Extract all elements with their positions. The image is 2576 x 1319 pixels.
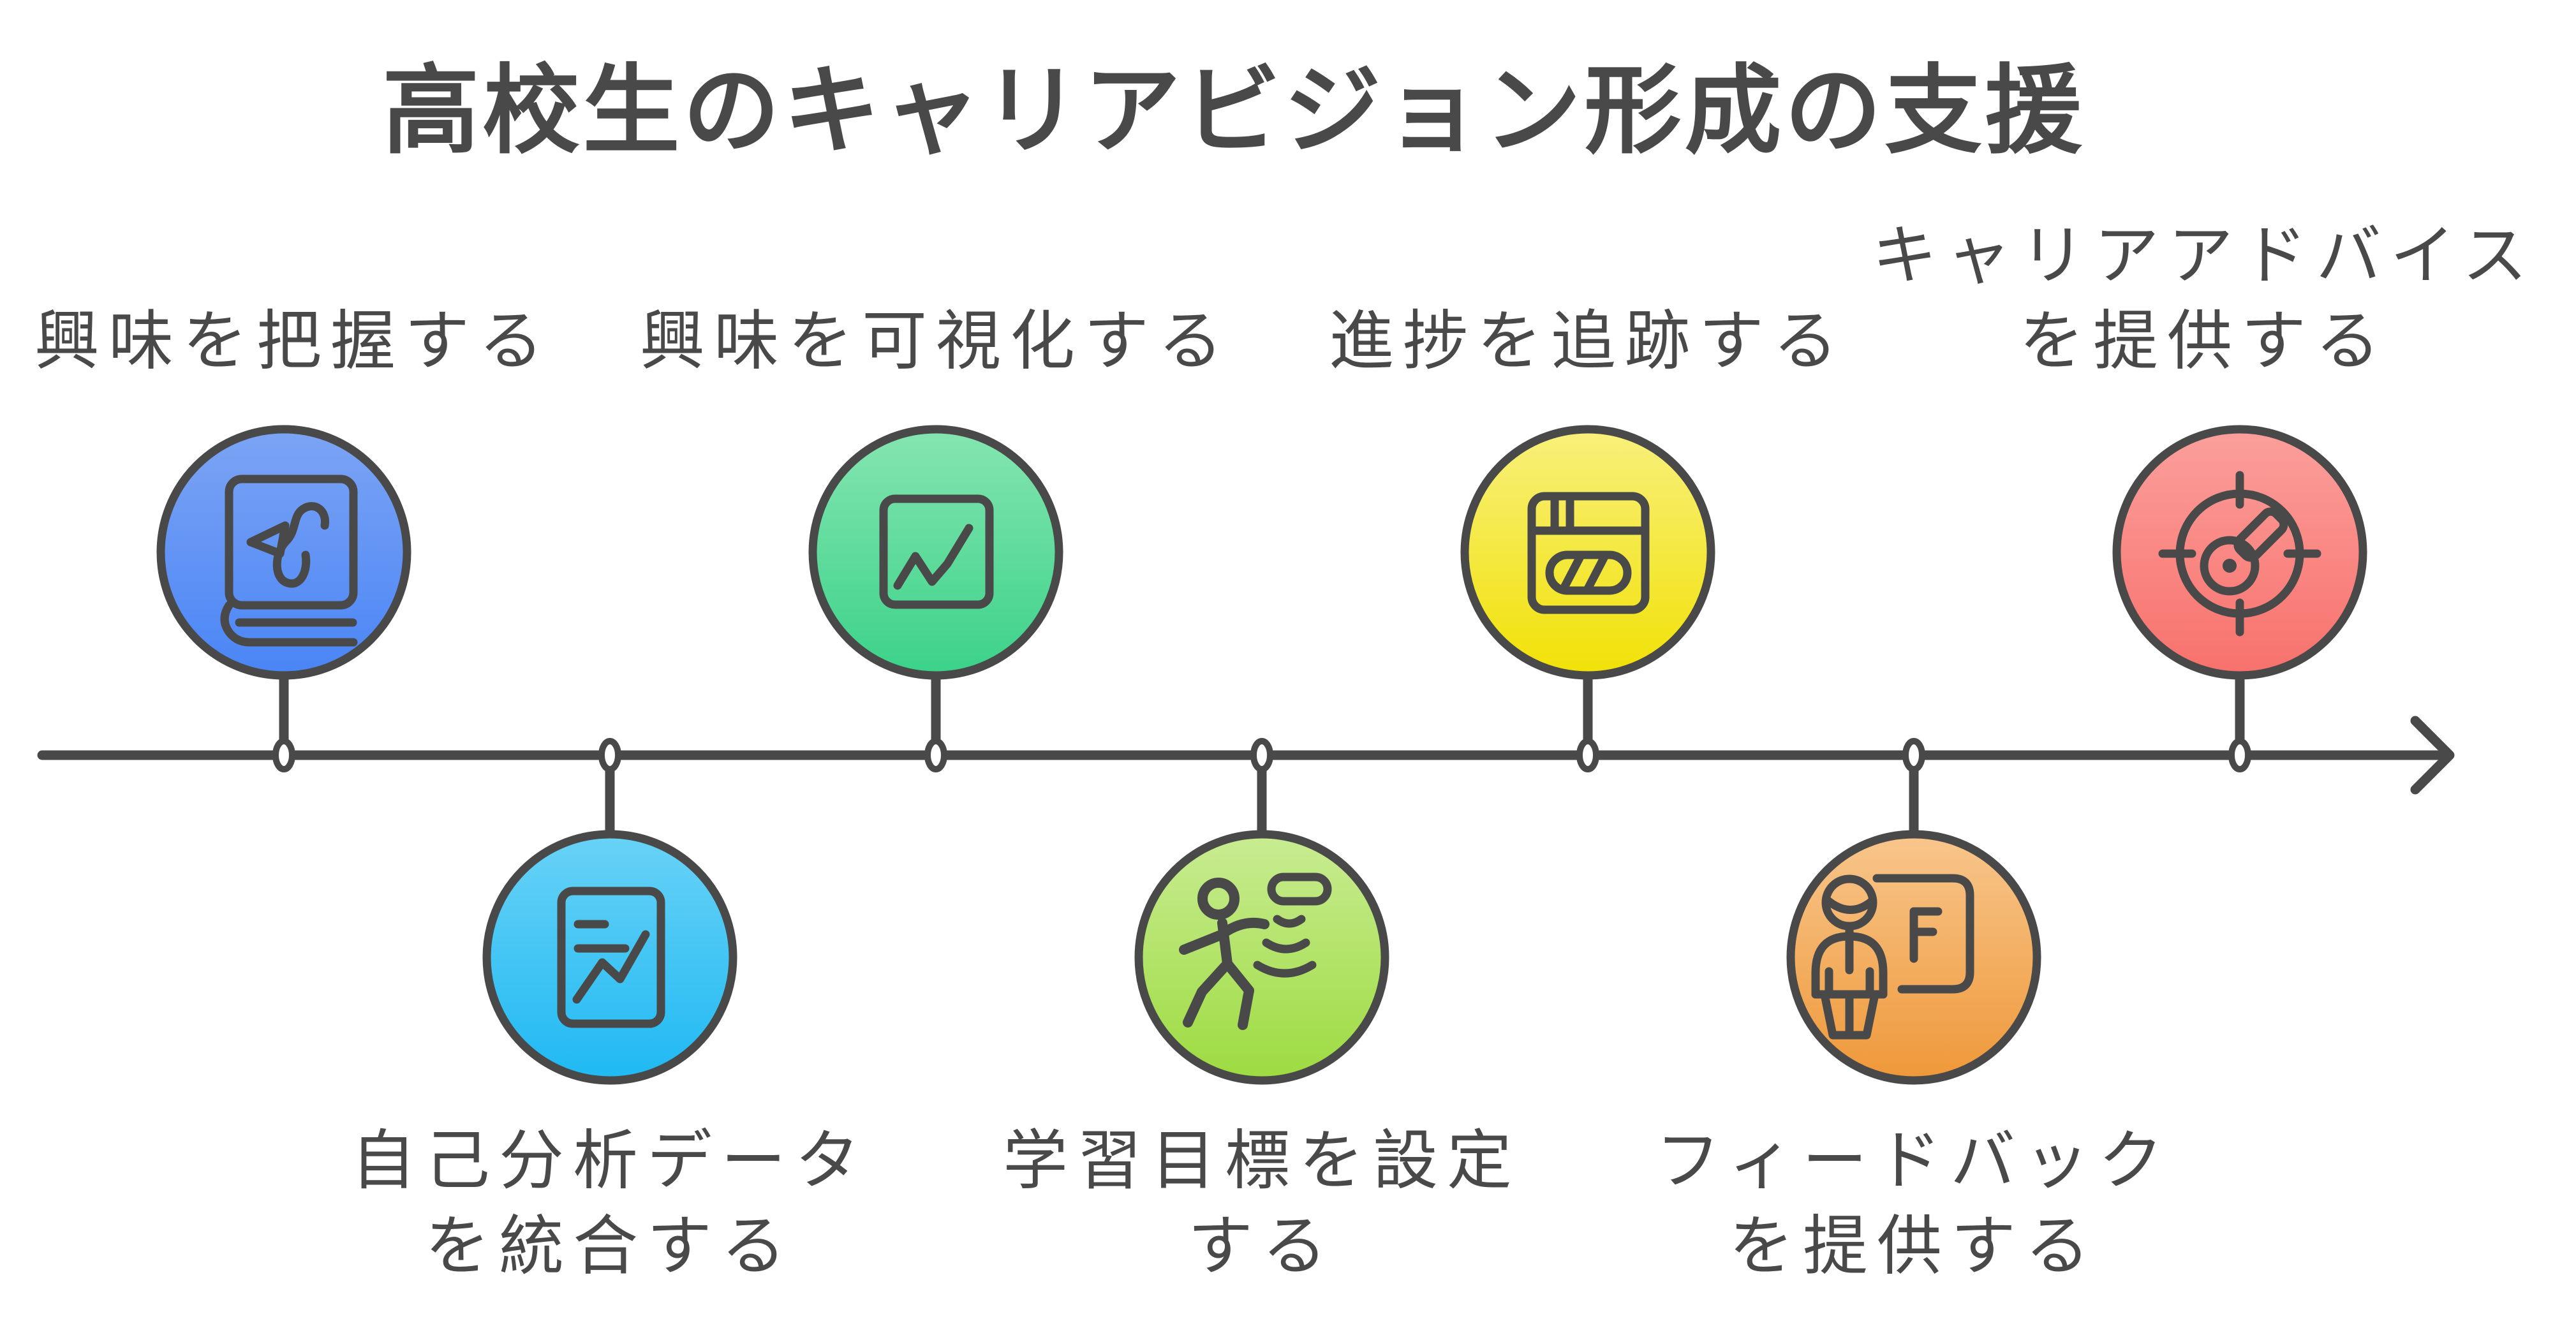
person-presentation-glyph (1811, 874, 1974, 1040)
target-compass-glyph (2158, 471, 2321, 637)
step-label-5: 進捗を追跡する (1109, 209, 2066, 384)
step-label-line: 学習目標を設定 (1003, 1124, 1521, 1197)
step-label-line: 進捗を追跡する (1329, 305, 1847, 378)
step-label-line: 自己分析データ (351, 1124, 869, 1197)
step-label-6: フィードバック を提供する (1435, 1118, 2392, 1293)
step-label-line: を提供する (2019, 305, 2389, 378)
line-chart-icon (808, 425, 1063, 680)
walking-person-glyph (1179, 878, 1269, 1030)
timeline-node (1902, 738, 1925, 772)
arrowhead-icon (2410, 716, 2455, 795)
progress-window-icon (1460, 425, 1715, 680)
book-bookmark-icon (156, 425, 411, 680)
step-label-line: 興味を把握する (34, 305, 552, 378)
step-label-line: する (1188, 1210, 1336, 1283)
timeline-node (1576, 738, 1599, 772)
step-label-line: 興味を可視化する (640, 305, 1232, 378)
line-chart-glyph (879, 494, 994, 609)
step-bubble (482, 830, 737, 1085)
person-presentation-icon (1786, 830, 2041, 1085)
timeline-node (1250, 738, 1273, 772)
timeline-node (924, 738, 947, 772)
progress-window-glyph (1527, 492, 1650, 614)
motion-lines-glyph (1253, 873, 1332, 978)
step-label-line: を統合する (425, 1210, 795, 1283)
step-label-7: キャリアアドバイス を提供する (1726, 209, 2576, 384)
timeline-node (2228, 738, 2251, 772)
step-label-line: フィードバック (1655, 1124, 2172, 1197)
step-label-1: 興味を把握する (0, 209, 772, 384)
timeline-node (272, 738, 295, 772)
step-label-line: を提供する (1729, 1210, 2099, 1283)
walking-person-icon (1134, 830, 1389, 1085)
step-label-line: キャリアアドバイス (1872, 219, 2536, 292)
page-title: 高校生のキャリアビジョン形成の支援 (382, 57, 2085, 165)
document-chart-icon (482, 830, 737, 1085)
step-bubble (1134, 830, 1389, 1085)
book-glyph (220, 475, 358, 647)
timeline-node (598, 738, 621, 772)
target-compass-icon (2112, 425, 2367, 680)
step-label-3: 興味を可視化する (457, 209, 1414, 384)
step-bubble (808, 425, 1063, 680)
step-label-2: 自己分析データ を統合する (131, 1118, 1088, 1293)
document-chart-glyph (557, 887, 665, 1028)
step-label-4: 学習目標を設定 する (783, 1118, 1740, 1293)
